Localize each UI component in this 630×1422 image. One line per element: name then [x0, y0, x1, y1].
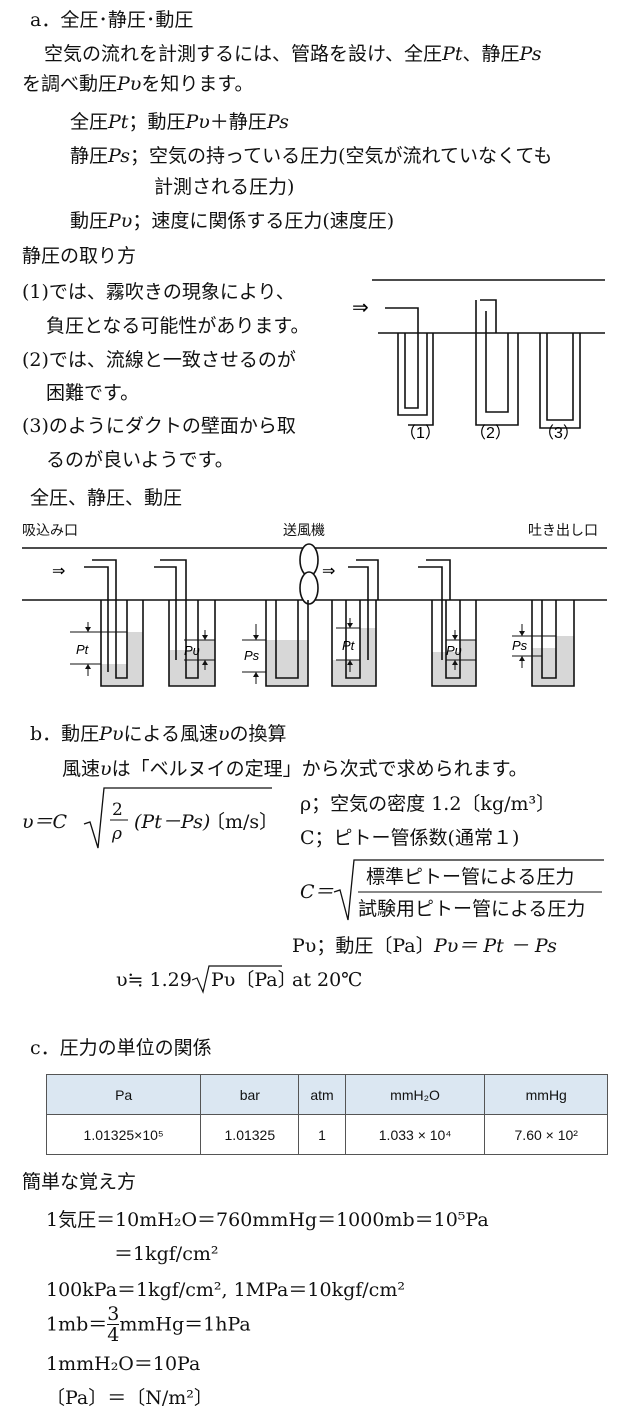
c-eq-lhs: C＝ [300, 881, 334, 903]
pressure-unit-table: Pa bar atm mmH₂O mmHg 1.01325×10⁵ 1.0132… [45, 1074, 608, 1155]
column-header: mmHg [484, 1074, 608, 1115]
fan-icon [299, 543, 319, 605]
velocity-approx-radicand: Pυ〔Pa〕 [211, 969, 297, 991]
velocity-eq-unit: 〔m/s〕 [206, 811, 279, 833]
pv-equation: Pυ＝ Pt － Ps [434, 935, 557, 957]
section-a-intro-line1: 空気の流れを計測するには、管路を設け、全圧Pt、静圧Ps [44, 43, 542, 65]
memo-line: ＝1kgf/cm² [114, 1243, 219, 1265]
static-method-line: (2)では、流線と一致させるのが [22, 349, 296, 371]
probe-2-outer [485, 311, 509, 413]
velocity-eq-den: ρ [112, 824, 122, 844]
column-header: mmH₂O [344, 1074, 486, 1115]
column-header: atm [298, 1074, 346, 1115]
velocity-eq-lhs: υ＝C [22, 811, 68, 833]
def-dynamic-pressure: 動圧Pυ；速度に関係する圧力(速度圧) [70, 210, 395, 232]
section-b-heading: b．動圧Pυによる風速υの換算 [30, 723, 287, 745]
gauge-label-pt: Pt [76, 642, 90, 657]
def-total-pressure: 全圧Pt；動圧Pυ＋静圧Ps [70, 111, 289, 133]
probe-2-tube [475, 300, 519, 426]
static-method-line: 困難です。 [46, 382, 140, 404]
table-cell: 1.01325 [200, 1114, 300, 1155]
def-static-pressure-cont: 計測される圧力) [154, 176, 295, 198]
velocity-approx-radical [191, 965, 282, 994]
static-method-line: (3)のようにダクトの壁面から取 [22, 415, 296, 437]
probe-label-1: （1） [400, 424, 441, 442]
probe-1-tube [408, 333, 434, 426]
flow-arrow-2: ⇒ [322, 563, 335, 580]
column-header: bar [200, 1074, 300, 1115]
gauge-label-ps: Ps [244, 648, 260, 663]
table-cell: 1.01325×10⁵ [45, 1114, 202, 1155]
pressure-diagram-heading: 全圧、静圧、動圧 [30, 487, 183, 509]
table-cell: 1 [298, 1114, 346, 1155]
section-a-heading: a．全圧･静圧･動圧 [30, 9, 194, 31]
probe-label-2: （2） [470, 424, 511, 442]
pressure-duct-diagram: ⇒ ⇒ [22, 543, 607, 687]
memo-line: 〔Pa〕＝〔N/m²〕 [46, 1387, 213, 1409]
probe-3-inner [546, 333, 574, 421]
memo-line: 1mmH₂O＝10Pa [46, 1353, 201, 1375]
flow-arrow: ⇒ [352, 297, 369, 319]
velocity-eq-body: (Pt－Ps) [134, 811, 211, 833]
table-cell: 7.60 × 10² [484, 1114, 608, 1155]
table-cell: 1.033 × 10⁴ [344, 1114, 486, 1155]
section-a-intro-line2: を調べ動圧Pυを知ります。 [22, 73, 254, 95]
table-row: 1.01325×10⁵ 1.01325 1 1.033 × 10⁴ 7.60 ×… [45, 1114, 608, 1155]
memo-heading: 簡単な覚え方 [22, 1171, 137, 1193]
fan-label: 送風機 [283, 522, 325, 538]
probe-2-hook [480, 299, 497, 333]
table-header-row: Pa bar atm mmH₂O mmHg [45, 1074, 608, 1115]
static-method-heading: 静圧の取り方 [22, 245, 137, 267]
probe-3-outer [539, 333, 581, 429]
gauge-label-ps: Ps [512, 638, 528, 653]
section-c-heading: c．圧力の単位の関係 [30, 1037, 212, 1059]
gauge-label-pv: Pυ [184, 643, 200, 658]
column-header: Pa [45, 1074, 202, 1115]
velocity-eq-num: 2 [112, 800, 123, 820]
velocity-eq-radical [83, 787, 272, 849]
inlet-label: 吸込み口 [22, 522, 78, 538]
c-eq-num: 標準ピトー管による圧力 [366, 866, 575, 888]
static-method-line: 負圧となる可能性があります。 [46, 315, 310, 337]
probe-label-3: （3） [538, 424, 579, 442]
static-method-line: (1)では、霧吹きの現象により、 [22, 281, 295, 303]
gauge-label-pv: Pυ [446, 643, 462, 658]
memo-line: 100kPa＝1kgf/cm², 1MPa＝10kgf/cm² [46, 1279, 405, 1301]
velocity-approx-lhs: υ≒ 1.29 [116, 969, 192, 991]
def-static-pressure: 静圧Ps；空気の持っている圧力(空気が流れていなくても [70, 145, 553, 167]
c-eq-radical [333, 859, 604, 921]
static-tap-diagram: ⇒ （1） （2） （3） [352, 279, 605, 442]
memo-line: 1気圧＝10mH₂O＝760mmHg＝1000mb＝10⁵Pa [46, 1209, 489, 1231]
probe-1-inner [397, 333, 428, 416]
section-b-intro: 風速υは「ベルヌイの定理」から次式で求められます。 [62, 758, 528, 780]
c-eq-den: 試験用ピトー管による圧力 [358, 898, 586, 920]
pv-definition: Pυ；動圧〔Pa〕 [292, 935, 435, 957]
probe-1-outer [385, 307, 419, 409]
gauge-label-pt: Pt [342, 638, 356, 653]
flow-arrow-1: ⇒ [52, 563, 65, 580]
c-definition: C；ピトー管係数(通常１) [300, 827, 520, 849]
outlet-label: 吐き出し口 [528, 522, 598, 538]
velocity-approx-condition: at 20℃ [292, 969, 363, 991]
rho-definition: ρ；空気の密度 1.2〔kg/m³〕 [300, 793, 556, 815]
static-method-line: るのが良いようです。 [46, 449, 234, 471]
